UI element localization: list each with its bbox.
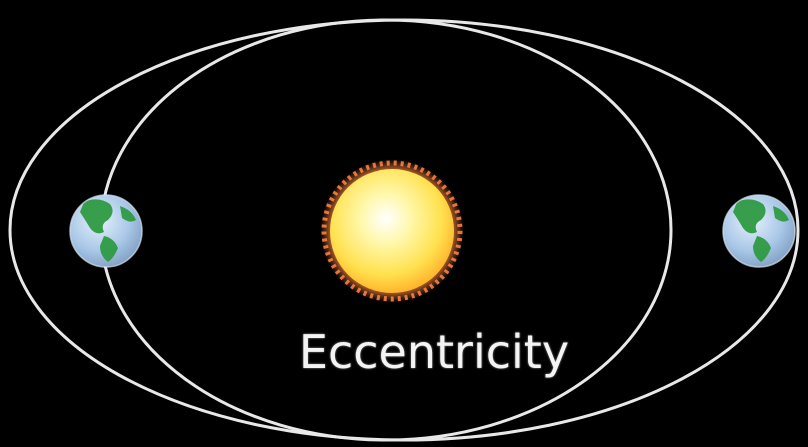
sun-icon <box>320 159 464 303</box>
earth-icon-right <box>723 195 795 267</box>
diagram-title: Eccentricity <box>0 322 808 382</box>
earth-icon-left <box>70 195 142 267</box>
